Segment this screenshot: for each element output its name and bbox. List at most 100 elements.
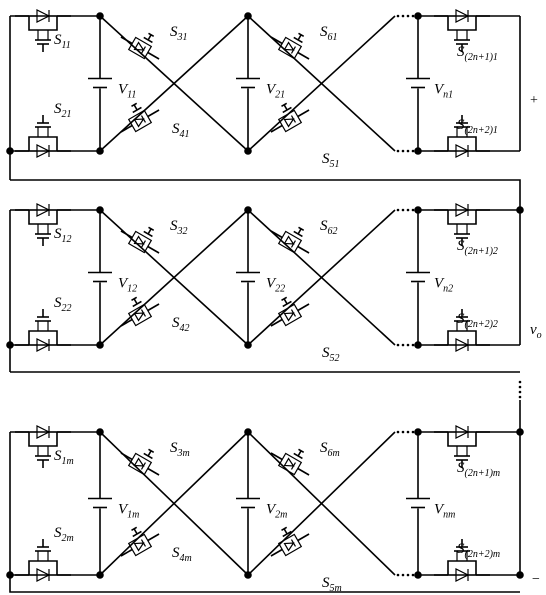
switch-label: S(2n+2)2	[457, 311, 498, 330]
switch-label: S(2n+2)1	[457, 117, 498, 136]
ellipsis-dot	[411, 149, 415, 153]
igbt-body	[277, 303, 303, 327]
ellipsis-dot	[396, 430, 400, 434]
switch-label: S42	[172, 315, 190, 334]
ellipsis-dot	[406, 430, 410, 434]
interconnect-1	[10, 179, 521, 210]
switch-lead	[297, 109, 310, 118]
switch-label: S(2n+1)m	[457, 460, 500, 479]
switch-62	[270, 226, 310, 254]
ellipsis-dot	[411, 14, 415, 18]
switch-label: S21	[54, 101, 72, 120]
diode-bar	[290, 309, 296, 317]
switch-11	[15, 9, 71, 52]
diode-bar	[290, 240, 296, 248]
switch-lead	[120, 452, 133, 461]
ellipsis-dot	[411, 343, 415, 347]
diode-symbol	[133, 235, 145, 245]
bottom-return	[9, 575, 520, 593]
ellipsis-dot	[396, 14, 400, 18]
gate-tick	[148, 448, 155, 453]
cross-link	[99, 209, 249, 346]
cross-link	[99, 15, 249, 152]
source-1m	[88, 432, 112, 575]
cross-link	[247, 209, 396, 346]
diode-symbol	[283, 457, 295, 467]
diode-bar	[140, 46, 146, 54]
switch-31	[120, 32, 160, 60]
switch-label: S(2n+1)1	[457, 44, 498, 63]
igbt-body	[127, 303, 153, 327]
igbt-path	[447, 136, 477, 151]
switch-lead	[147, 467, 160, 476]
output-plus: +	[530, 93, 538, 108]
diode-symbol	[133, 118, 145, 128]
diode-bar	[290, 462, 296, 470]
switch-lead	[147, 533, 160, 542]
switch-6m	[270, 448, 310, 476]
switch-lead	[120, 548, 133, 557]
switch-lead	[147, 51, 160, 60]
source-label: Vn1	[434, 82, 453, 101]
switch-4m	[120, 526, 160, 557]
switch-label: S6m	[320, 440, 340, 459]
igbt-body	[127, 533, 153, 557]
ellipsis-dot	[411, 208, 415, 212]
switch-22	[15, 309, 71, 352]
switch-lead	[297, 303, 310, 312]
igbt-path	[28, 560, 58, 575]
ellipsis-dot	[406, 149, 410, 153]
switch-21	[15, 115, 71, 158]
source-11	[88, 16, 112, 151]
igbt-gate	[132, 300, 142, 308]
switch-label: S3m	[170, 440, 190, 459]
ellipsis-dot	[401, 149, 405, 153]
ellipsis-dot	[518, 385, 522, 389]
igbt-path	[28, 432, 58, 447]
ellipsis-dot	[406, 14, 410, 18]
switch-label: S5m	[322, 575, 342, 594]
igbt-gate	[282, 106, 292, 114]
igbt-path	[447, 432, 477, 447]
ellipsis-dot	[401, 430, 405, 434]
gate-lead	[283, 104, 288, 111]
diode-symbol	[133, 312, 145, 322]
switch-(2n+2)2	[434, 309, 490, 352]
ellipsis-dot	[518, 390, 522, 394]
circuit-wiring	[6, 9, 524, 593]
switch-label: S22	[54, 295, 72, 314]
gate-tick	[281, 296, 288, 301]
ellipsis-dot	[518, 395, 522, 399]
ellipsis-dot	[396, 573, 400, 577]
igbt-path	[28, 330, 58, 345]
switch-lead	[147, 303, 160, 312]
source-2m	[236, 432, 260, 575]
gate-tick	[281, 102, 288, 107]
switch-lead	[270, 452, 283, 461]
switch-label: S11	[54, 32, 71, 51]
gate-tick	[131, 526, 138, 531]
ellipsis-dot	[396, 343, 400, 347]
gate-lead	[297, 450, 302, 457]
output-minus: −	[532, 572, 540, 587]
igbt-path	[28, 210, 58, 225]
switch-32	[120, 226, 160, 254]
source-label: V21	[266, 82, 285, 101]
switch-lead	[120, 36, 133, 45]
switch-12	[15, 203, 71, 246]
source-n2	[406, 210, 430, 345]
source-12	[88, 210, 112, 345]
diode-symbol	[133, 542, 145, 552]
gate-lead	[133, 528, 138, 535]
gate-lead	[283, 528, 288, 535]
switch-lead	[297, 467, 310, 476]
gate-tick	[131, 296, 138, 301]
switch-label: S52	[322, 345, 340, 364]
switch-label: S2m	[54, 525, 74, 544]
diode-symbol	[283, 118, 295, 128]
switch-label: S62	[320, 218, 338, 237]
diode-symbol	[283, 41, 295, 51]
ellipsis-dot	[396, 149, 400, 153]
component-labels: S11S21V11S31S41V21S61S51Vn1S(2n+1)1S(2n+…	[54, 24, 542, 594]
